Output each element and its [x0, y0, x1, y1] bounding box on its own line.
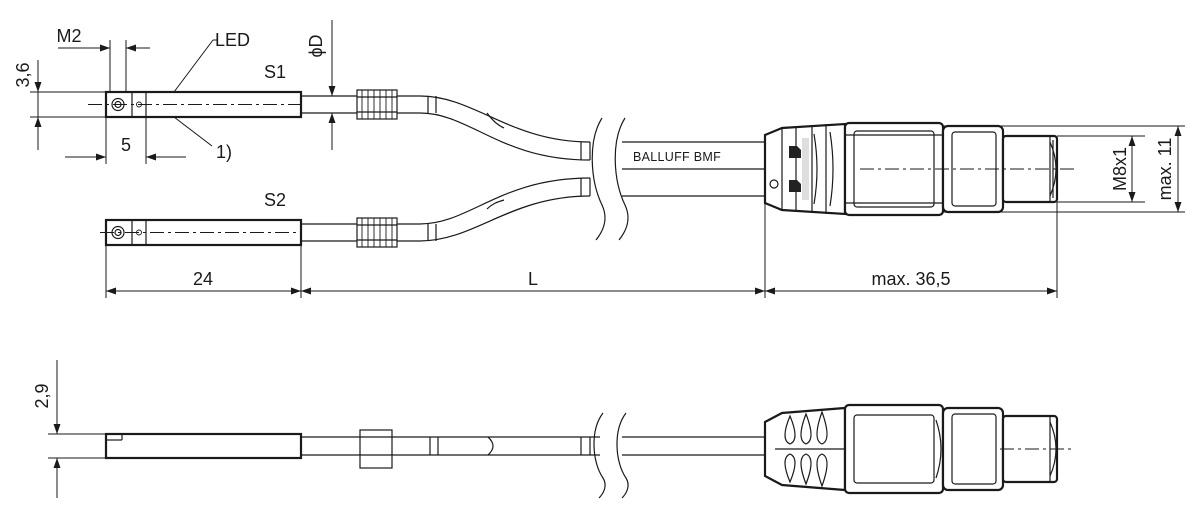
strain-relief-s1 [356, 89, 398, 120]
dimensions-side [48, 360, 106, 498]
top-view: 3,6 M2 LED ϕD S1 5 1) S2 BALLUFF BMF M8x… [13, 20, 1185, 298]
strain-relief-s2 [356, 217, 398, 248]
sensor-side [104, 432, 303, 460]
cable-s1 [301, 95, 591, 161]
m8-connector [763, 121, 1075, 217]
dim-label-phi-d: ϕD [306, 34, 326, 57]
dim-label-24: 24 [193, 269, 213, 289]
note-label-1: 1) [216, 142, 232, 162]
main-cable [622, 141, 765, 197]
dim-label-5: 5 [121, 135, 131, 155]
cable-break-side [593, 412, 629, 499]
m8-connector-side [763, 403, 1075, 495]
dim-label-m2: M2 [56, 26, 81, 46]
dim-label-3-6: 3,6 [13, 62, 33, 87]
cable-s2 [301, 177, 591, 242]
dim-label-l: L [528, 269, 538, 289]
dim-label-max-36-5: max. 36,5 [871, 269, 950, 289]
cable-side [301, 429, 600, 469]
dim-label-max-11: max. 11 [1155, 138, 1175, 201]
led-label: LED [215, 30, 250, 50]
dim-label-m8x1: M8x1 [1110, 147, 1130, 191]
cable-break-top [591, 117, 629, 241]
sensor-label-s1: S1 [264, 62, 286, 82]
sensor-s2 [100, 218, 303, 247]
dim-label-2-9: 2,9 [32, 383, 52, 408]
dimensions-top [30, 20, 1185, 298]
side-view: 2,9 [32, 360, 1075, 499]
sensor-label-s2: S2 [264, 190, 286, 210]
brand-label: BALLUFF BMF [633, 150, 721, 164]
sensor-s1 [88, 90, 303, 119]
